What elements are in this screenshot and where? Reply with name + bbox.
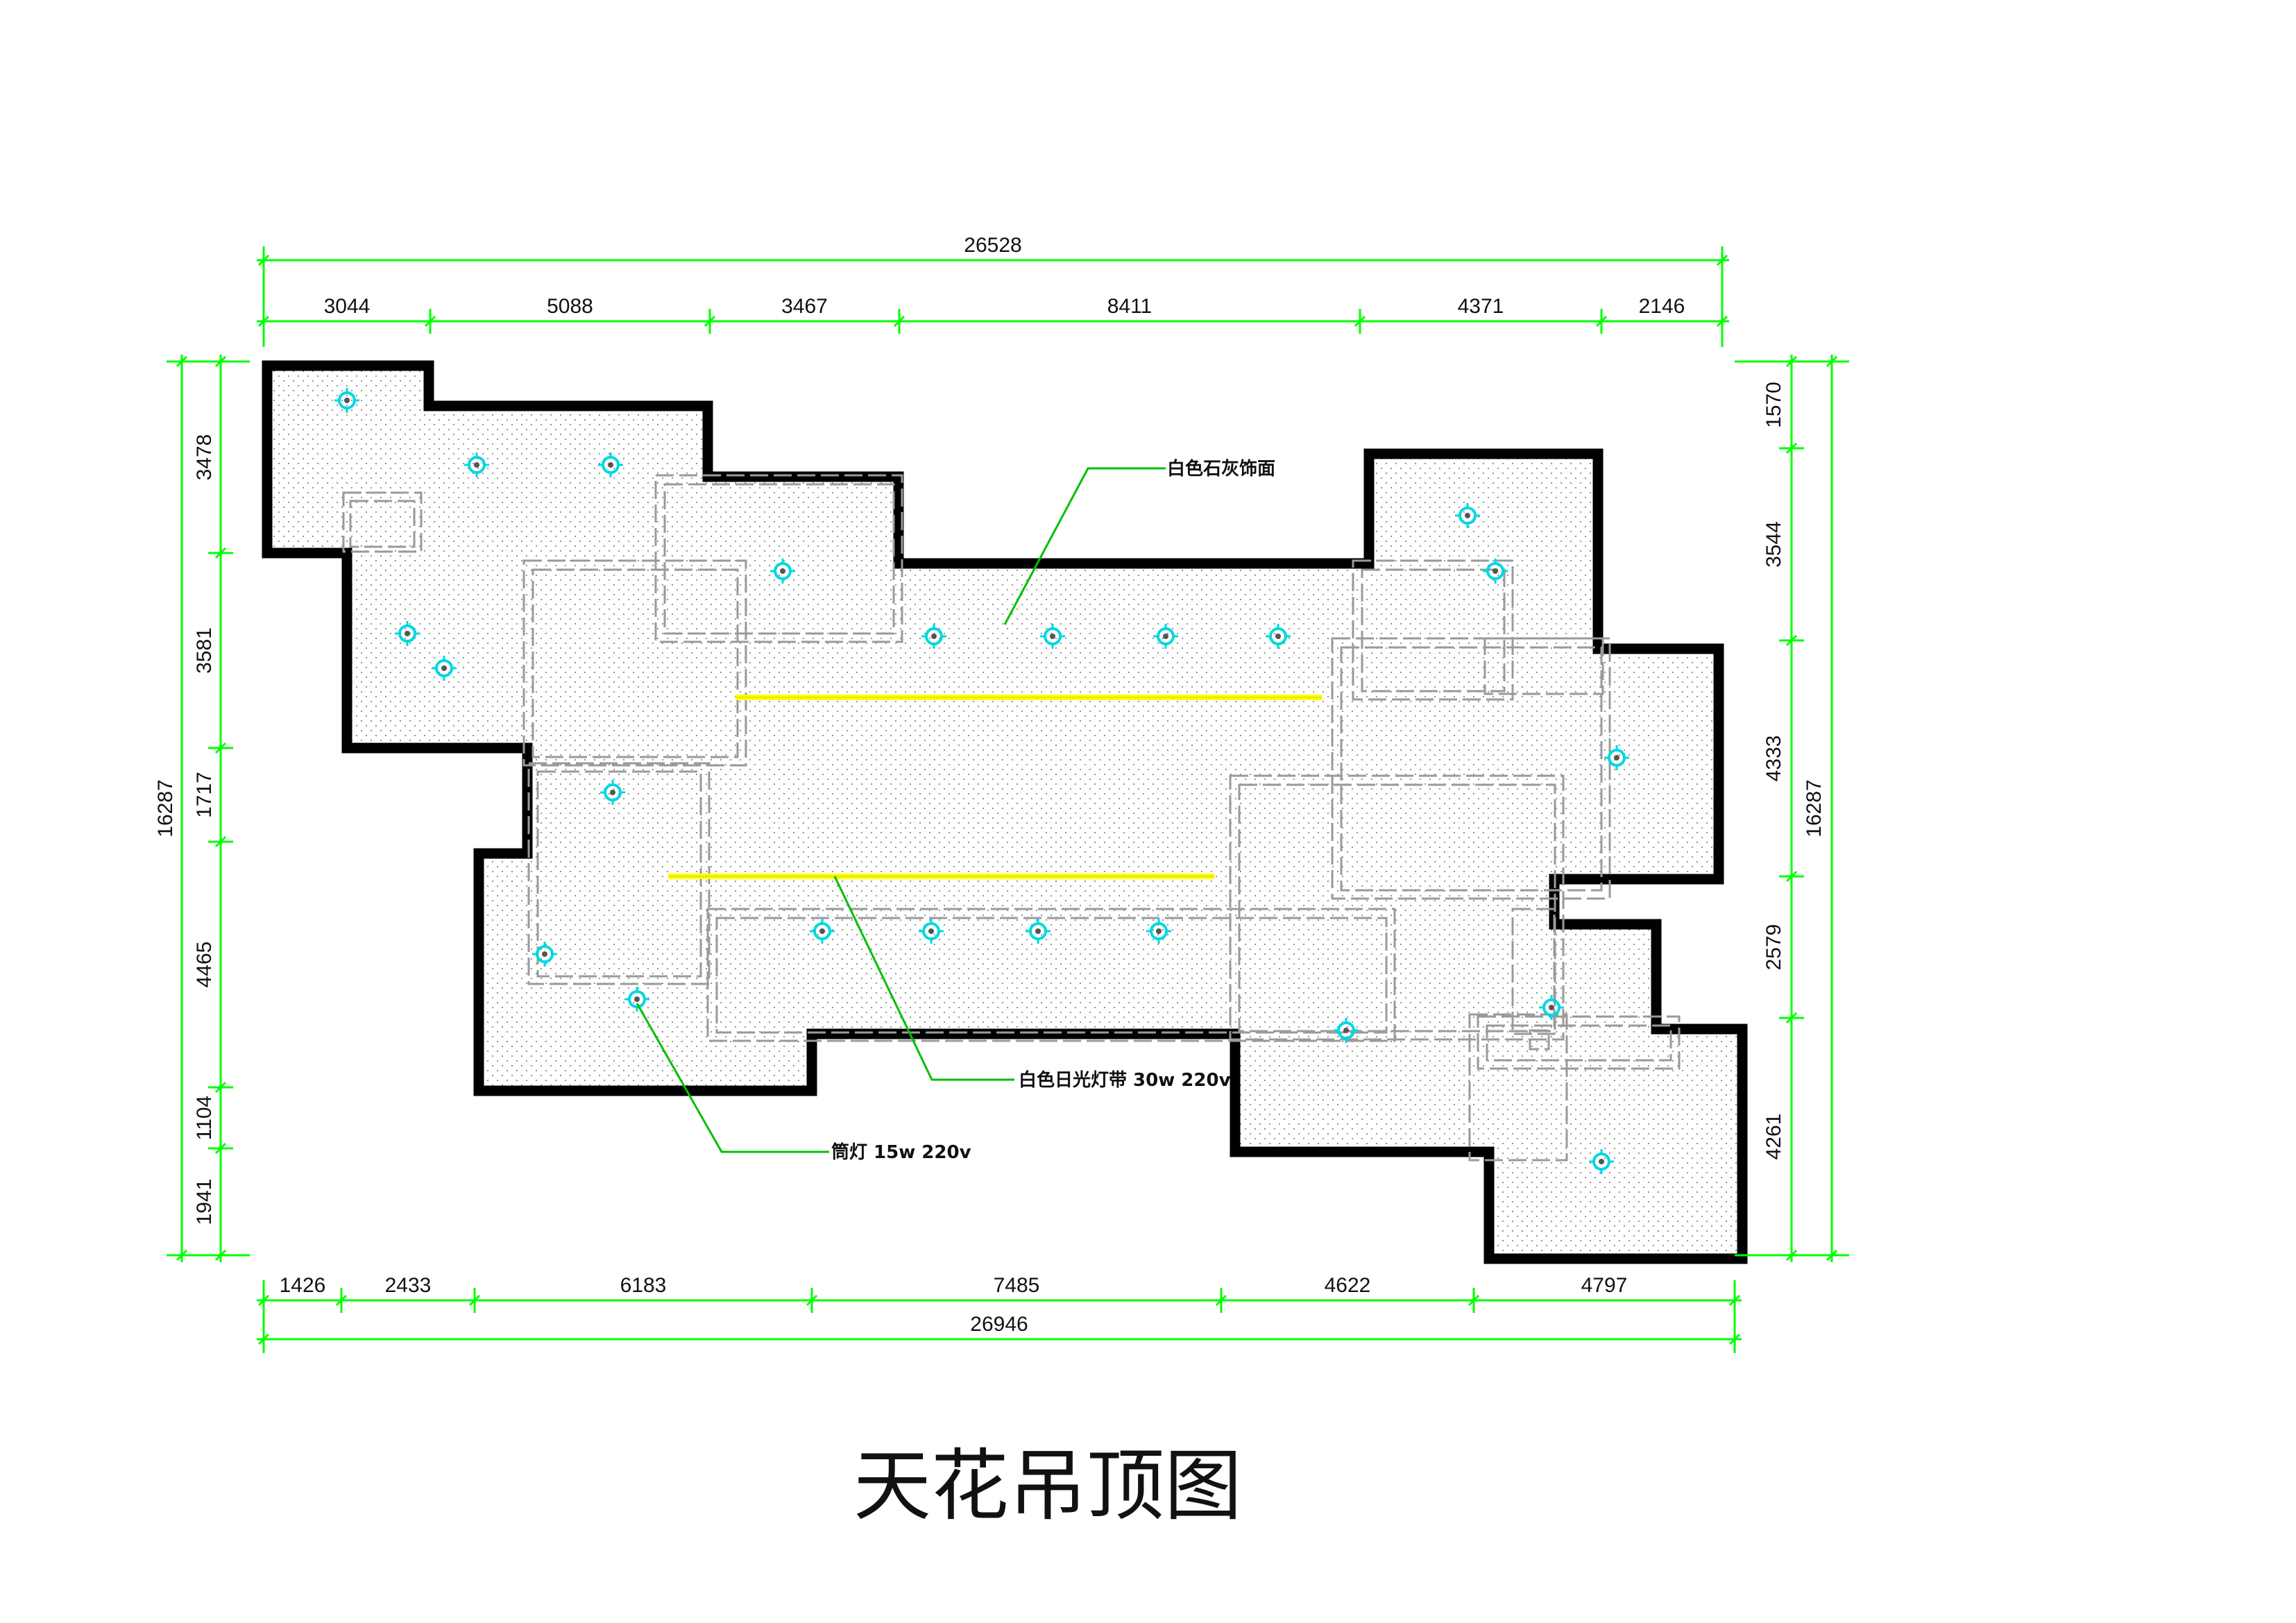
dimension-right-segment: 2579 [1762, 924, 1785, 971]
dimension-bottom-segment: 4622 [1325, 1274, 1371, 1297]
downlight-icon [921, 624, 946, 649]
annotation-leaders [636, 467, 1166, 1153]
dimension-bottom-overall: 26946 [970, 1313, 1028, 1336]
dimension-right-segment: 3544 [1762, 521, 1785, 568]
downlight-icon [810, 919, 835, 944]
dimension-top-segment: 3467 [781, 295, 828, 318]
dimension-right-overall: 16287 [1803, 779, 1826, 837]
dimension-right-segment: 4333 [1762, 736, 1785, 782]
dimension-right-segment: 1570 [1762, 382, 1785, 428]
downlight-icon [624, 987, 649, 1012]
ceiling-finish-leader [1003, 467, 1166, 625]
drawing-title: 天花吊顶图 [853, 1441, 1242, 1531]
downlight-icon [395, 621, 420, 646]
downlight-icon [1266, 624, 1291, 649]
dimension-left-segment: 1717 [193, 772, 216, 818]
ceiling-finish-label: 白色石灰饰面 [1167, 458, 1275, 479]
downlight-icon [600, 780, 625, 805]
ceiling-level-edges [342, 474, 1681, 1162]
downlight-leader [636, 1003, 829, 1153]
downlight-icon [1455, 503, 1480, 528]
downlight-icon [1589, 1149, 1614, 1174]
dimension-left-overall: 16287 [154, 779, 177, 837]
downlight-icon [1026, 919, 1051, 944]
light-strip-label: 白色日光灯带 30w 220v [1019, 1069, 1231, 1091]
downlight-icon [432, 656, 457, 681]
dimension-left-segment: 3581 [193, 627, 216, 674]
downlight-icon [1334, 1018, 1359, 1043]
dimension-bottom-segment: 4797 [1581, 1274, 1628, 1297]
downlight-icon [532, 942, 557, 967]
dimension-top-overall: 26528 [964, 234, 1021, 257]
dimension-left-segment: 1941 [193, 1179, 216, 1225]
downlight-icon [1483, 559, 1508, 584]
dimension-left-segment: 3478 [193, 434, 216, 481]
dimension-left-segment: 1104 [193, 1096, 216, 1141]
dimension-top-segment: 8411 [1107, 295, 1153, 318]
downlight-icon [1539, 995, 1564, 1020]
dimension-top-segment: 5088 [547, 295, 593, 318]
dimension-bottom-segment: 7485 [994, 1274, 1040, 1297]
downlights [334, 388, 1629, 1174]
downlight-label: 筒灯 15w 220v [831, 1141, 971, 1163]
dimension-labels: 26528 3044 5088 3467 8411 4371 2146 1426 2433 618… [154, 234, 1826, 1336]
downlight-icon [1146, 919, 1171, 944]
dimension-top-segment: 2146 [1639, 295, 1685, 318]
ceiling-outline [262, 360, 1748, 1264]
downlight-icon [598, 452, 623, 477]
downlight-icon [464, 452, 489, 477]
dimension-bottom-segment: 1426 [280, 1274, 326, 1297]
dimension-left-segment: 4465 [193, 942, 216, 988]
downlight-icon [770, 559, 795, 584]
downlight-icon [1040, 624, 1065, 649]
dimension-top-segment: 3044 [324, 295, 371, 318]
dimension-right-segment: 4261 [1762, 1114, 1785, 1160]
downlight-icon [919, 919, 944, 944]
light-strip-leader [833, 876, 1014, 1081]
dimension-bottom-segment: 6183 [620, 1274, 667, 1297]
downlight-icon [1153, 624, 1178, 649]
dimension-top-segment: 4371 [1458, 295, 1504, 318]
downlight-icon [1604, 745, 1629, 770]
downlight-icon [334, 388, 359, 413]
dimension-bottom-segment: 2433 [385, 1274, 432, 1297]
dimension-lines [167, 246, 1849, 1353]
